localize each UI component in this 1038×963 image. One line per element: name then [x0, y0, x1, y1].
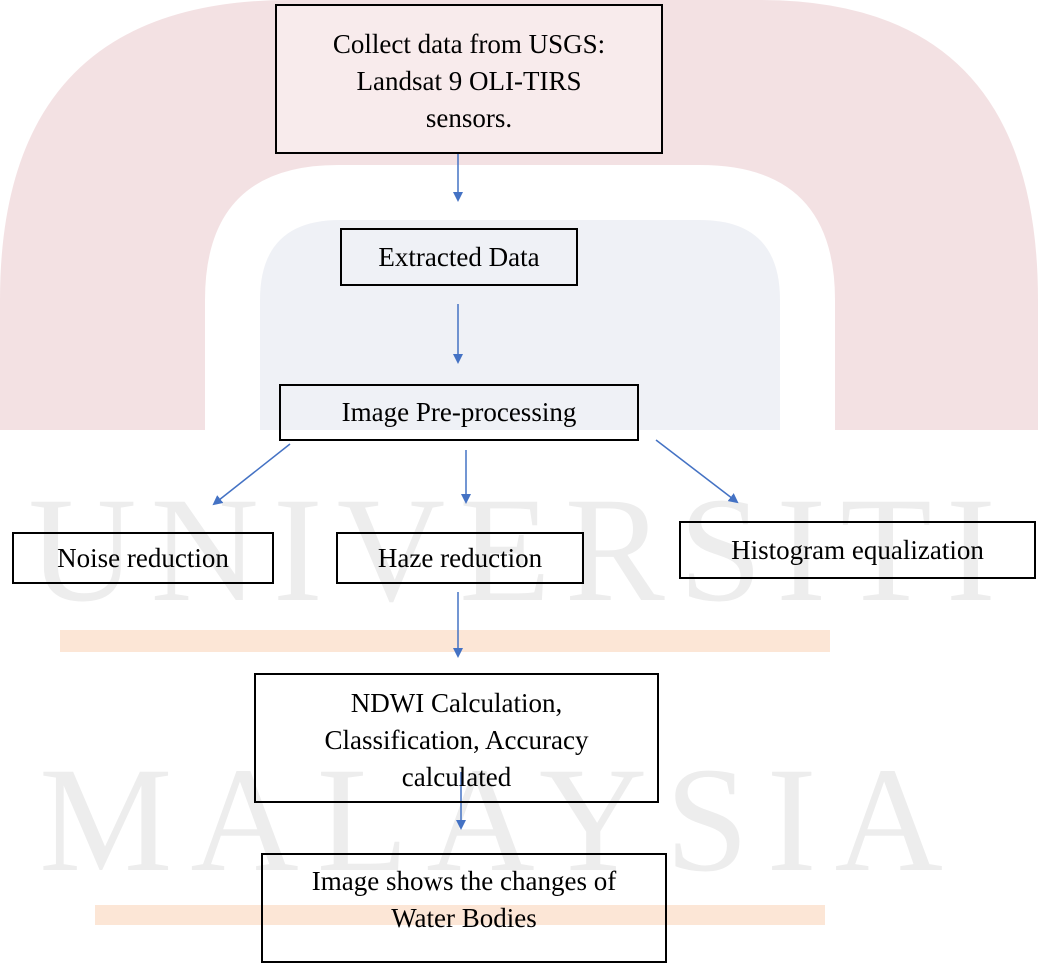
ndwi-calculation-label: NDWI Calculation, Classification, Accura…	[324, 688, 589, 792]
histogram-equalization-box: Histogram equalization	[679, 521, 1036, 579]
haze-reduction-label: Haze reduction	[377, 542, 543, 573]
result-box: Image shows the changes of Water Bodies	[261, 853, 667, 963]
watermark-arch	[0, 0, 1038, 430]
watermark-bar-bottom	[95, 905, 825, 925]
collect-data-label: Collect data from USGS: Landsat 9 OLI-TI…	[332, 29, 606, 133]
watermark-text-malaysia: MALAYSIA	[39, 737, 961, 903]
noise-reduction-label: Noise reduction	[57, 542, 229, 573]
image-preprocessing-box: Image Pre-processing	[279, 384, 639, 441]
watermark-inner	[260, 220, 780, 430]
ndwi-calculation-box: NDWI Calculation, Classification, Accura…	[254, 673, 659, 803]
watermark-text-universiti: UNIVERSITI	[28, 467, 1010, 633]
image-preprocessing-label: Image Pre-processing	[341, 397, 577, 427]
noise-reduction-box: Noise reduction	[12, 532, 274, 584]
watermark-bar-top	[60, 630, 830, 652]
extracted-data-box: Extracted Data	[340, 228, 578, 286]
arrow-preprocessing-to-histogram	[655, 439, 739, 504]
extracted-data-label: Extracted Data	[378, 241, 540, 272]
collect-data-box: Collect data from USGS: Landsat 9 OLI-TI…	[275, 4, 663, 154]
haze-reduction-box: Haze reduction	[336, 532, 584, 584]
histogram-equalization-label: Histogram equalization	[731, 534, 984, 565]
arrow-preprocessing-to-noise	[212, 443, 291, 506]
result-label: Image shows the changes of Water Bodies	[311, 866, 617, 933]
